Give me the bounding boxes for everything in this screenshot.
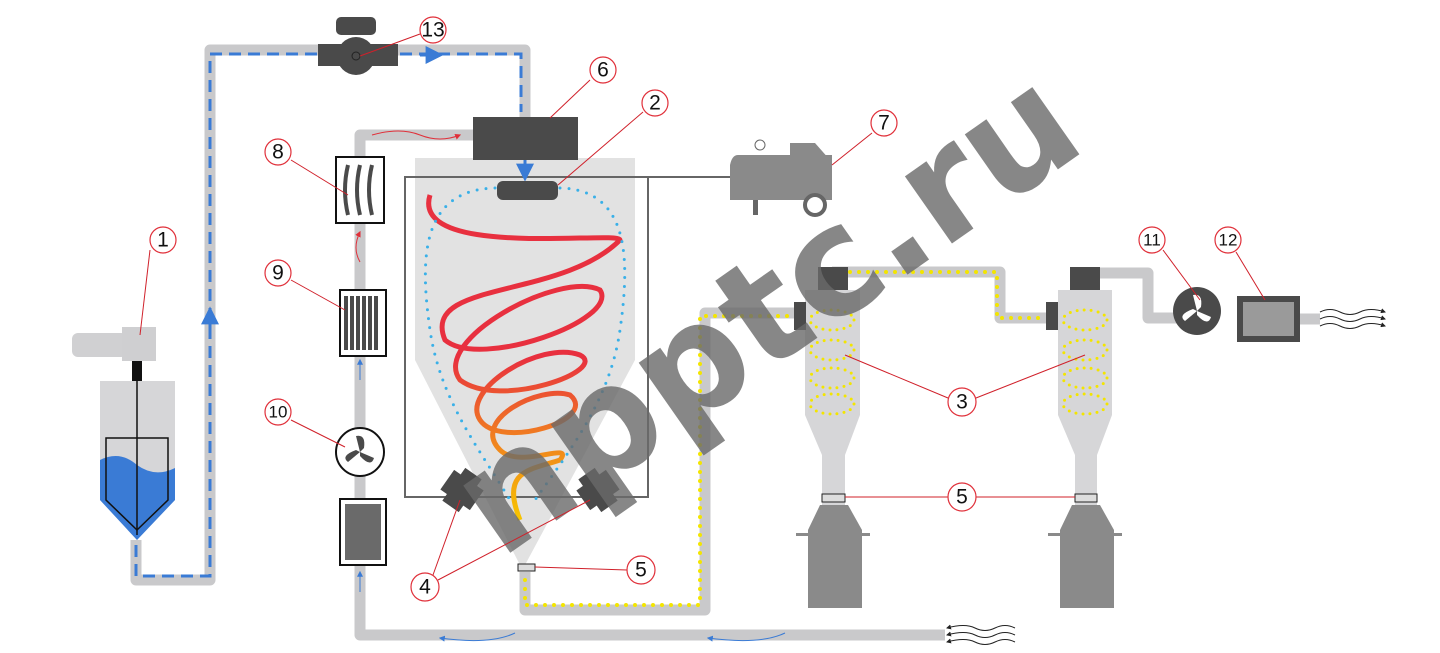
svg-text:13: 13 — [421, 19, 444, 42]
feed-line — [130, 44, 531, 586]
label-6: 6 — [589, 56, 617, 84]
label-10: 10 — [264, 398, 292, 426]
cyclone-2 — [1046, 267, 1122, 608]
svg-text:2: 2 — [649, 92, 661, 115]
air-intake-arrows-icon — [946, 624, 1016, 645]
svg-text:3: 3 — [956, 391, 968, 414]
vibrator-left — [440, 467, 484, 513]
label-4: 4 — [410, 572, 440, 602]
exhaust-filter — [1237, 296, 1300, 342]
svg-text:5: 5 — [635, 559, 647, 582]
svg-text:5: 5 — [956, 486, 968, 509]
svg-text:8: 8 — [272, 141, 284, 164]
cyclone-1 — [794, 267, 870, 608]
product-line — [519, 266, 1386, 616]
label-5-chamber: 5 — [626, 555, 656, 585]
inlet-fan — [335, 427, 385, 477]
label-12: 12 — [1214, 226, 1242, 254]
svg-text:11: 11 — [1143, 231, 1161, 250]
label-1: 1 — [149, 226, 177, 254]
air-heater — [335, 156, 385, 224]
inlet-filter — [339, 498, 387, 566]
spray-nozzle — [497, 181, 558, 200]
exhaust-arrows-icon — [1319, 308, 1386, 329]
label-2: 2 — [641, 89, 669, 117]
air-compressor — [730, 139, 832, 217]
svg-text:6: 6 — [597, 59, 609, 82]
label-3: 3 — [947, 387, 977, 417]
svg-text:1: 1 — [157, 229, 169, 252]
heater-distributor — [473, 117, 578, 160]
vibrator-right — [576, 467, 620, 513]
heating-element — [339, 289, 387, 357]
air-supply-line — [354, 129, 1016, 645]
label-11: 11 — [1138, 226, 1166, 254]
label-9: 9 — [264, 259, 292, 287]
label-5-cyclones: 5 — [947, 482, 977, 512]
air-spiral-flow — [426, 194, 623, 521]
svg-text:9: 9 — [272, 262, 284, 285]
svg-text:7: 7 — [878, 112, 890, 135]
exhaust-fan — [1173, 287, 1221, 335]
label-13: 13 — [419, 16, 447, 44]
svg-text:10: 10 — [269, 403, 288, 422]
svg-text:12: 12 — [1219, 231, 1238, 250]
feed-tank-with-mixer — [72, 327, 175, 540]
svg-text:4: 4 — [419, 576, 431, 599]
label-8: 8 — [264, 138, 292, 166]
label-7: 7 — [870, 109, 898, 137]
drying-chamber — [404, 117, 649, 572]
